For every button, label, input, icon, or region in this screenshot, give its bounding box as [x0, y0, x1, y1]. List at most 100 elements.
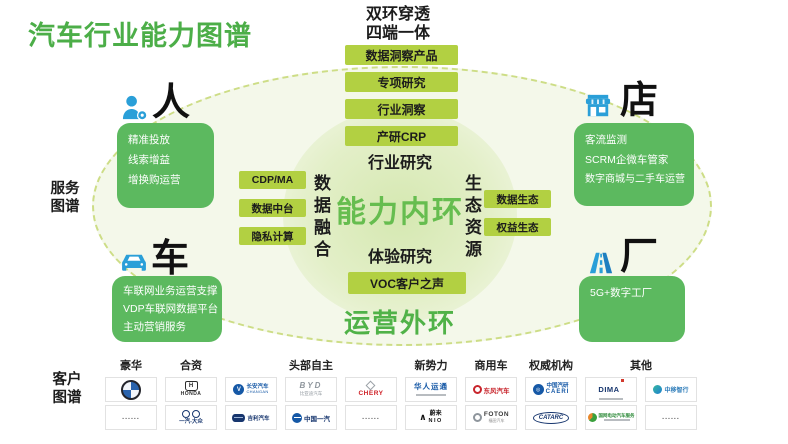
- customer-map-line2: 图谱: [52, 390, 82, 406]
- changan-v-icon: V: [233, 384, 245, 395]
- corner-title-factory: 厂: [620, 236, 659, 278]
- caeri-text: 中国汽研 CAERI: [545, 383, 570, 396]
- box-cdp-ma: CDP/MA: [239, 171, 306, 189]
- person-item: 线索增益: [128, 154, 170, 166]
- dima-stack: DIMA: [598, 378, 624, 401]
- slogan-line2: 四端一体: [366, 25, 431, 42]
- vw-roundel-icon: [192, 409, 200, 418]
- logo-chery: CHERY: [345, 377, 397, 402]
- logo-foton: FOTON 福田汽车: [465, 405, 517, 430]
- logo-changan: V 长安汽车 CHANGAN: [225, 377, 277, 402]
- customer-map-line1: 客户: [52, 372, 82, 388]
- logo-honda: H HONDA: [165, 377, 217, 402]
- cell-domestic-more: ......: [345, 405, 397, 430]
- top-box-crp: 产研CRP: [345, 126, 458, 146]
- cell-other-more: ......: [645, 405, 697, 430]
- logo-human-horizons: 华人运通: [405, 377, 457, 402]
- slogan-line1: 双环穿透: [366, 6, 431, 23]
- box-data-ecosystem: 数据生态: [484, 190, 551, 208]
- logo-bmw: [105, 377, 157, 402]
- outer-ring-label: 运营外环: [343, 308, 456, 338]
- logo-sgev: 国网电动汽车服务: [585, 405, 637, 430]
- group-header-commercial: 商用车: [474, 360, 508, 372]
- logo-dima: DIMA: [585, 377, 637, 402]
- logo-faw: 中国一汽: [285, 405, 337, 430]
- nio-emblem-icon: ∧: [419, 412, 427, 422]
- dima-wordmark-row: DIMA: [598, 378, 624, 397]
- box-privacy-computing: 隐私计算: [239, 227, 306, 245]
- store-item: SCRM企微车管家: [585, 154, 669, 166]
- service-map-line1: 服务: [50, 181, 80, 197]
- sgev-text: 国网电动汽车服务: [599, 413, 635, 422]
- person-item: 增换购运营: [128, 174, 181, 186]
- box-data-middle-platform: 数据中台: [239, 199, 306, 217]
- data-fusion-vertical-label: 数据融合: [311, 174, 330, 262]
- factory-panel: 5G+数字工厂: [579, 276, 685, 342]
- person-item: 精准投放: [128, 134, 170, 146]
- person-panel: 精准投放 线索增益 增换购运营: [117, 123, 214, 208]
- logo-caeri: ◎ 中国汽研 CAERI: [525, 377, 577, 402]
- sgev-caption-line: [603, 419, 630, 422]
- honda-stack: H HONDA: [181, 381, 202, 398]
- dima-red-mark-icon: [620, 378, 624, 382]
- logo-zhongyi-zhixing: 中移智行: [645, 377, 697, 402]
- corner-title-store: 店: [620, 80, 659, 122]
- group-header-top-domestic: 头部自主: [289, 360, 333, 372]
- geely-emblem-icon: [232, 413, 246, 422]
- caeri-emblem-icon: ◎: [532, 384, 544, 395]
- faw-wing-icon: [182, 409, 190, 418]
- byd-stack: BYD 比亚迪汽车: [299, 381, 323, 396]
- fawvw-stack: 一汽-大众: [179, 409, 203, 425]
- slogan: 双环穿透 四端一体: [366, 5, 430, 43]
- highway-icon: [589, 252, 613, 274]
- store-item: 数字商城与二手车运营: [585, 174, 685, 185]
- cell-luxury-more: ......: [105, 405, 157, 430]
- changan-text: 长安汽车 CHANGAN: [246, 384, 269, 395]
- logo-byd: BYD 比亚迪汽车: [285, 377, 337, 402]
- group-header-luxury: 豪华: [120, 360, 142, 372]
- service-map-label: 服务 图谱: [44, 180, 86, 216]
- experience-research-label: 体验研究: [367, 249, 432, 266]
- car-icon: [122, 254, 146, 271]
- logo-geely: 吉利汽车: [225, 405, 277, 430]
- store-item: 客流监测: [585, 134, 627, 146]
- group-header-joint-venture: 合资: [180, 360, 202, 372]
- group-header-authority: 权威机构: [529, 360, 573, 372]
- honda-wordmark: HONDA: [180, 391, 202, 398]
- sgev-emblem-icon: [587, 413, 597, 422]
- corner-title-car: 车: [151, 238, 190, 280]
- chery-emblem-icon: [366, 380, 376, 391]
- fawvw-emblems: [182, 409, 200, 418]
- voc-box: VOC客户之声: [348, 272, 466, 294]
- hh-caption-line: [416, 393, 446, 396]
- logo-dongfeng: 东风汽车: [465, 377, 517, 402]
- faw-emblem-icon: [292, 412, 302, 423]
- zhongyi-swirl-icon: [653, 385, 663, 394]
- foton-emblem-icon: [472, 413, 482, 422]
- chery-stack: CHERY: [358, 380, 383, 397]
- car-item: 车联网业务运营支撑: [123, 285, 218, 297]
- corner-title-person: 人: [152, 82, 191, 124]
- eco-resources-vertical-label: 生态资源: [462, 174, 481, 262]
- dongfeng-emblem-icon: [472, 385, 482, 394]
- service-map-line2: 图谱: [50, 199, 80, 215]
- nio-text: 蔚来 NIO: [428, 411, 443, 424]
- store-panel: 客流监测 SCRM企微车管家 数字商城与二手车运营: [574, 123, 694, 206]
- logo-nio: ∧ 蔚来 NIO: [405, 405, 457, 430]
- inner-ring-label: 能力内环: [336, 196, 464, 229]
- honda-h-icon: H: [184, 381, 198, 392]
- factory-item: 5G+数字工厂: [590, 287, 653, 299]
- top-box-special-research: 专项研究: [345, 72, 458, 92]
- box-rights-ecosystem: 权益生态: [484, 218, 551, 236]
- page-title: 汽车行业能力图谱: [28, 21, 252, 51]
- hh-stack: 华人运通: [414, 383, 448, 396]
- car-panel: 车联网业务运营支撑 VDP车联网数据平台 主动营销服务: [112, 276, 222, 342]
- group-header-new-force: 新势力: [414, 360, 448, 372]
- storefront-icon: [585, 94, 611, 117]
- group-header-other: 其他: [630, 360, 652, 372]
- car-item: 主动营销服务: [123, 321, 186, 333]
- logo-catarc: CATARC: [525, 405, 577, 430]
- bmw-roundel-icon: [121, 379, 141, 400]
- dima-caption-line: [598, 398, 623, 401]
